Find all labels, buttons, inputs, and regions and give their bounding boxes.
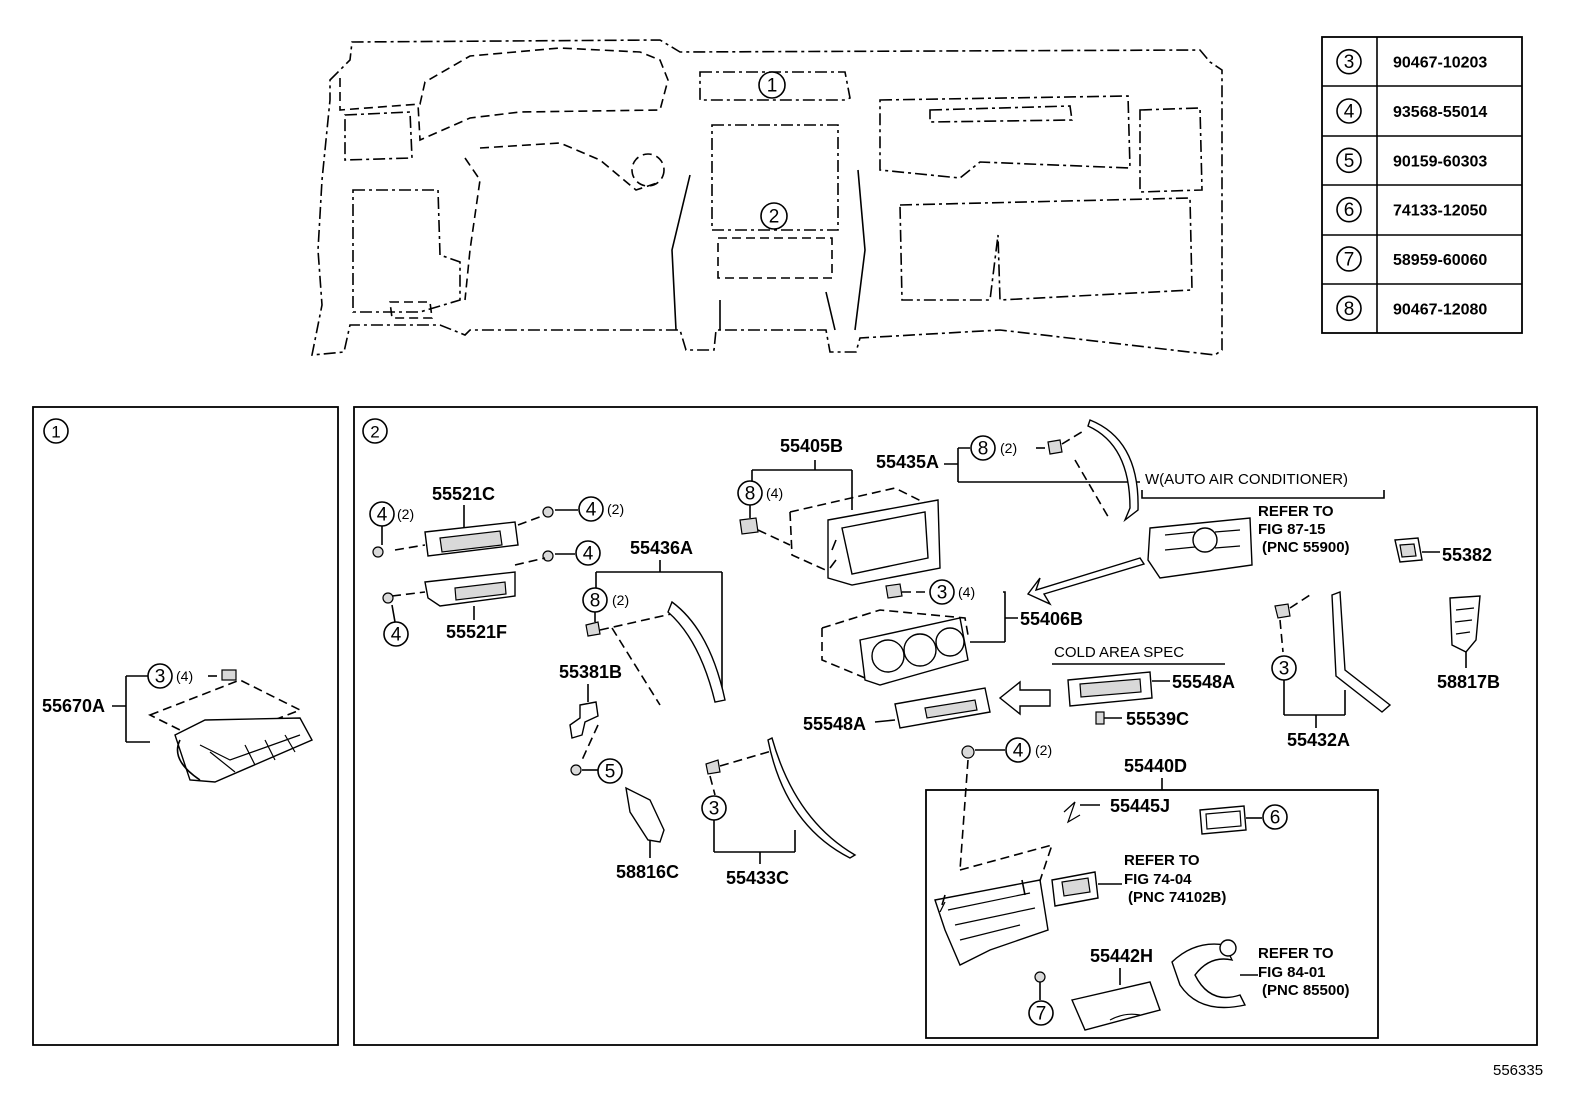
table-callout-ref: 7	[1344, 249, 1355, 270]
table-callout-circle	[1336, 98, 1362, 124]
callout-3: 3	[937, 583, 948, 604]
part-55405B-label: 55405B	[780, 436, 843, 456]
refer-note-3c: (PNC 85500)	[1262, 982, 1350, 999]
auto-ac-note: W(AUTO AIR CONDITIONER)	[1145, 471, 1348, 488]
table-part-number: 90159-60303	[1393, 153, 1487, 170]
qty-label: (4)	[766, 485, 783, 501]
table-callout-ref: 4	[1344, 101, 1355, 122]
svg-text:2: 2	[769, 207, 780, 228]
qty-label: (2)	[1035, 742, 1052, 758]
qty-label: (2)	[607, 501, 624, 517]
part-58816C-label: 58816C	[616, 862, 679, 882]
callout-4: 4	[583, 544, 594, 565]
table-callout-circle	[1336, 196, 1362, 223]
part-55436A-label: 55436A	[630, 538, 693, 558]
table-callout-circle	[1336, 295, 1362, 322]
refer-note-1c: (PNC 55900)	[1262, 539, 1350, 556]
table-callout-ref: 3	[1344, 52, 1355, 73]
panel-2: 2 55521C 4 (2) 4 (2) 4 4 55521F 55436A	[353, 406, 1538, 1046]
table-part-number: 90467-10203	[1393, 55, 1487, 72]
table-part-number: 74133-12050	[1393, 203, 1487, 220]
callout-8: 8	[590, 591, 601, 612]
panel-1-marker: 1	[51, 423, 60, 442]
part-55381B-label: 55381B	[559, 662, 622, 682]
qty-label: (2)	[1000, 440, 1017, 456]
callout-3: 3	[709, 799, 720, 820]
overview-marker-1: 1	[758, 71, 786, 99]
panel-1: 1 55670A 3 (4)	[32, 406, 339, 1046]
table-callout-circle	[1336, 48, 1362, 75]
qty-label: (4)	[176, 668, 193, 684]
figure-id: 556335	[1493, 1062, 1543, 1079]
refer-note-1a: REFER TO	[1258, 503, 1334, 520]
part-55548A-label: 55548A	[803, 714, 866, 734]
callout-4: 4	[377, 505, 388, 526]
table-callout-ref: 8	[1344, 299, 1355, 320]
part-55539C-label: 55539C	[1126, 709, 1189, 729]
callout-8: 8	[978, 439, 989, 460]
table-part-number: 90467-12080	[1393, 301, 1487, 318]
svg-text:1: 1	[767, 76, 778, 97]
callout-table: 3 90467-10203 4 93568-55014 5 90159-60303 6 741…	[1321, 36, 1523, 334]
part-55406B-label: 55406B	[1020, 609, 1083, 629]
part-55445J-label: 55445J	[1110, 796, 1170, 816]
table-callout-circle	[1336, 246, 1362, 272]
callout-3: 3	[1279, 659, 1290, 680]
cold-area-note: COLD AREA SPEC	[1054, 644, 1184, 661]
table-callout-circle	[1336, 147, 1362, 174]
callout-4: 4	[586, 500, 597, 521]
table-callout-ref: 5	[1344, 151, 1355, 172]
refer-note-1b: FIG 87-15	[1258, 521, 1326, 538]
part-58817B-label: 58817B	[1437, 672, 1500, 692]
callout-8: 8	[745, 484, 756, 505]
part-55548A-label: 55548A	[1172, 672, 1235, 692]
refer-note-2a: REFER TO	[1124, 852, 1200, 869]
table-part-number: 58959-60060	[1393, 252, 1487, 269]
callout-7: 7	[1036, 1004, 1047, 1025]
refer-note-3b: FIG 84-01	[1258, 964, 1326, 981]
part-55382-label: 55382	[1442, 545, 1492, 565]
dashboard-overview	[311, 39, 1223, 356]
refer-note-3a: REFER TO	[1258, 945, 1334, 962]
part-55435A-label: 55435A	[876, 452, 939, 472]
part-55442H-label: 55442H	[1090, 946, 1153, 966]
part-55432A-label: 55432A	[1287, 730, 1350, 750]
callout-4: 4	[1013, 741, 1024, 762]
qty-label: (4)	[958, 584, 975, 600]
part-55670A-vent	[148, 679, 313, 783]
callout-6: 6	[1270, 808, 1281, 829]
part-55440D-label: 55440D	[1124, 756, 1187, 776]
part-55521C-label: 55521C	[432, 484, 495, 504]
overview-marker-2: 2	[760, 202, 788, 230]
callout-3: 3	[155, 667, 166, 688]
refer-note-2c: (PNC 74102B)	[1128, 889, 1226, 906]
table-callout-ref: 6	[1344, 200, 1355, 221]
table-part-number: 93568-55014	[1393, 104, 1487, 121]
qty-label: (2)	[397, 506, 414, 522]
part-55521F-label: 55521F	[446, 622, 507, 642]
callout-4: 4	[391, 625, 402, 646]
callout-5: 5	[605, 762, 616, 783]
qty-label: (2)	[612, 592, 629, 608]
refer-note-2b: FIG 74-04	[1124, 871, 1192, 888]
panel-2-marker: 2	[370, 423, 379, 442]
part-55670A-label: 55670A	[42, 696, 105, 716]
part-55433C-label: 55433C	[726, 868, 789, 888]
